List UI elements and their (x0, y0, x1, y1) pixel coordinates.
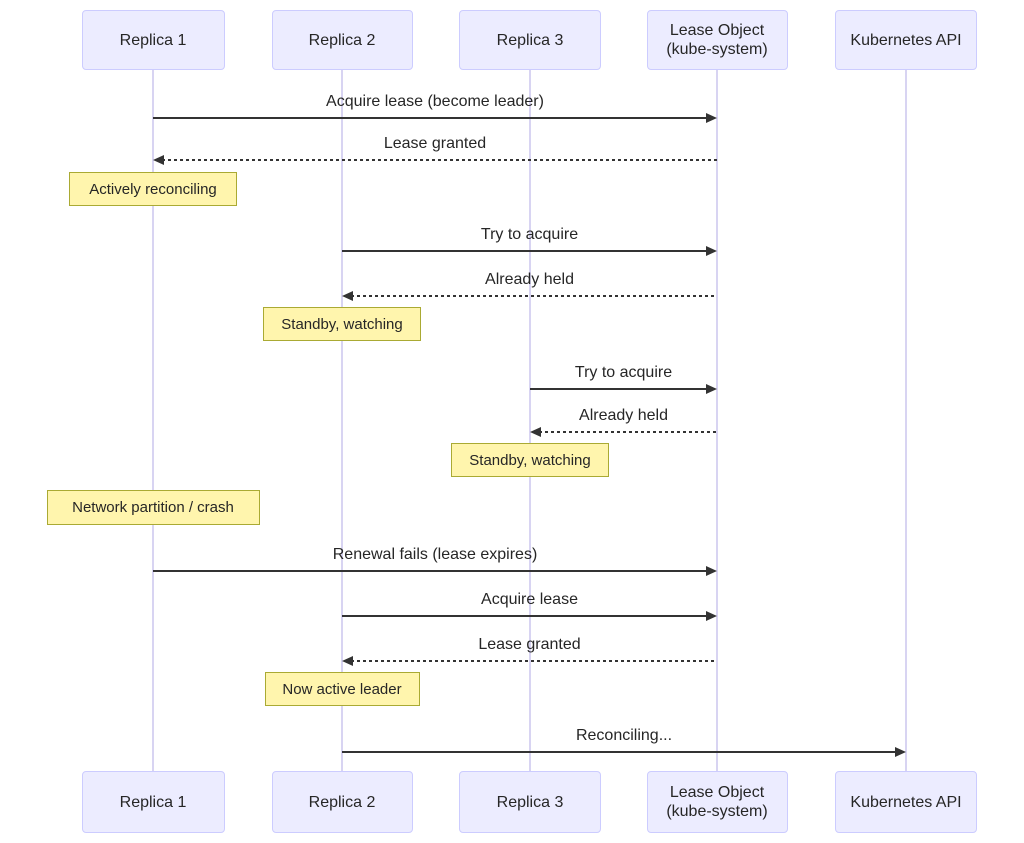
actor-lease-top: Lease Object (kube-system) (646, 10, 788, 70)
message-label: Reconciling... (575, 727, 673, 744)
actor-label: Replica 3 (496, 793, 564, 811)
actor-k8s-bottom: Kubernetes API (835, 771, 977, 833)
actor-replica3-bottom: Replica 3 (459, 771, 601, 833)
actor-label: Replica 1 (119, 793, 187, 811)
message-label: Try to acquire (480, 226, 579, 243)
message-label: Acquire lease (481, 591, 578, 608)
message-line (342, 751, 897, 753)
message-line (539, 431, 717, 433)
actor-label: Kubernetes API (850, 31, 962, 49)
actor-replica2-top: Replica 2 (271, 10, 413, 70)
note: Now active leader (264, 672, 420, 706)
actor-label: (kube-system) (666, 41, 768, 58)
message-line (162, 159, 717, 161)
actor-label: Replica 2 (308, 31, 376, 49)
arrowhead (153, 155, 164, 165)
message-label: Acquire lease (become leader) (326, 93, 544, 110)
actor-label: (kube-system) (666, 803, 768, 820)
actor-k8s-top: Kubernetes API (835, 10, 977, 70)
message-line (342, 615, 708, 617)
arrowhead (706, 566, 717, 576)
message-label: Already held (579, 407, 668, 424)
lifeline-replica3 (529, 70, 531, 771)
message-line (351, 295, 717, 297)
arrowhead (706, 384, 717, 394)
arrowhead (706, 611, 717, 621)
message-line (153, 570, 708, 572)
note: Standby, watching (451, 443, 609, 477)
arrowhead (895, 747, 906, 757)
message-line (342, 250, 708, 252)
arrowhead (706, 246, 717, 256)
actor-lease-bottom: Lease Object (kube-system) (646, 771, 788, 833)
message-label: Lease granted (383, 135, 487, 152)
message-label: Renewal fails (lease expires) (332, 546, 538, 563)
arrowhead (342, 291, 353, 301)
actor-label: Kubernetes API (850, 793, 962, 811)
lifeline-k8s (905, 70, 907, 771)
lifeline-replica2 (341, 70, 343, 771)
actor-label: Lease Object (669, 784, 765, 801)
actor-label: Lease Object (669, 22, 765, 39)
arrowhead (530, 427, 541, 437)
arrowhead (706, 113, 717, 123)
message-label: Already held (485, 271, 574, 288)
lifeline-replica1 (152, 70, 154, 771)
note: Standby, watching (263, 307, 421, 341)
message-line (530, 388, 708, 390)
message-label: Try to acquire (574, 364, 673, 381)
actor-replica1-top: Replica 1 (81, 10, 225, 70)
actor-label: Replica 3 (496, 31, 564, 49)
actor-replica1-bottom: Replica 1 (81, 771, 225, 833)
actor-label: Replica 1 (119, 31, 187, 49)
actor-replica2-bottom: Replica 2 (271, 771, 413, 833)
message-label: Lease granted (478, 636, 581, 653)
message-line (153, 117, 708, 119)
lifeline-lease (716, 70, 718, 771)
actor-label: Replica 2 (308, 793, 376, 811)
arrowhead (342, 656, 353, 666)
message-line (351, 660, 717, 662)
note: Actively reconciling (69, 172, 237, 206)
note: Network partition / crash (46, 490, 260, 525)
actor-replica3-top: Replica 3 (459, 10, 601, 70)
